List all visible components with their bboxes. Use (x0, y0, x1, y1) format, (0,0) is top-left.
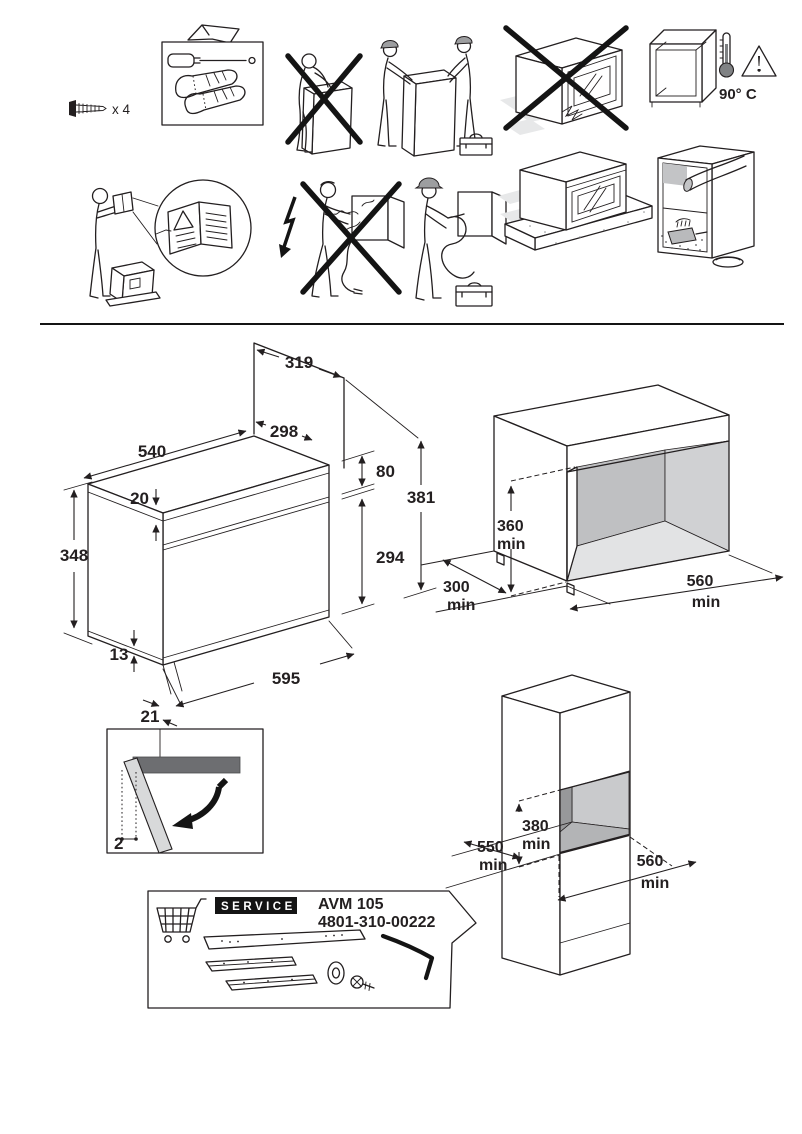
dim-label-298: 298 (270, 422, 298, 441)
shopping-cart-icon (156, 898, 207, 943)
dim-label-560-column-min: min (641, 875, 669, 892)
dim-label-300: 300 (443, 579, 470, 596)
tools-kit-icon (161, 24, 264, 126)
single-person-lift-prohibited-icon (285, 53, 363, 155)
screw-quantity-label: x 4 (112, 102, 131, 117)
dim-label-348: 348 (60, 546, 88, 565)
qualified-electrician-icon (414, 177, 507, 307)
door-clearance-detail: 2 (106, 728, 264, 854)
service-model: AVM 105 (318, 896, 384, 913)
wall-niche-drawing: 360 min 300 min 560 min (420, 384, 784, 614)
dim-label-560-wall-min: min (692, 594, 720, 611)
dim-label-20: 20 (130, 489, 149, 508)
dim-label-540: 540 (138, 442, 166, 461)
dim-label-560-wall: 560 (687, 573, 714, 590)
side-bracket-part-2 (225, 974, 318, 991)
read-manual-icon (89, 179, 252, 307)
thermometer-icon (718, 32, 735, 78)
service-label: SERVICE (221, 901, 296, 913)
dim-label-319: 319 (285, 353, 313, 372)
diy-electrical-prohibited-icon (300, 181, 405, 298)
dim-label-381: 381 (407, 488, 435, 507)
service-part-number: 4801-310-00222 (318, 914, 436, 931)
column-niche-drawing: 380 min 550 min 560 min (445, 674, 697, 976)
dim-label-360: 360 (497, 518, 524, 535)
dim-label-550: 550 (477, 839, 504, 856)
dim-label-595: 595 (272, 669, 300, 688)
cabinet-max-temp-icon (649, 29, 777, 108)
two-person-lift-icon (377, 35, 493, 157)
washer-part (327, 961, 345, 985)
dim-label-560-column: 560 (637, 853, 664, 870)
dim-label-door-gap: 2 (114, 834, 123, 853)
allen-key-part (380, 933, 435, 981)
electric-hazard-icon (279, 196, 297, 258)
side-bracket-part-1 (205, 956, 297, 972)
dim-label-13: 13 (110, 645, 129, 664)
oven-dimensions-drawing: 319 298 540 20 348 13 595 21 80 (60, 342, 437, 727)
service-parts-box: SERVICE AVM 105 4801-310-00222 (147, 890, 477, 1009)
max-temp-label: 90° C (719, 86, 757, 103)
dim-label-294: 294 (376, 548, 405, 567)
screws-icon (69, 100, 107, 117)
dim-label-550-min: min (479, 857, 507, 874)
dim-label-360-min: min (497, 536, 525, 553)
mounting-rail-part (203, 929, 366, 950)
screw-part (350, 975, 375, 991)
oven-on-packaging-icon (498, 151, 653, 251)
dim-label-380-min: min (522, 836, 550, 853)
dim-label-80: 80 (376, 462, 395, 481)
warning-triangle-icon (741, 45, 777, 77)
clean-cabinet-icon (657, 145, 755, 268)
dim-label-21: 21 (141, 707, 160, 726)
dim-label-300-min: min (447, 597, 475, 614)
damaged-oven-prohibited-icon (500, 25, 629, 135)
